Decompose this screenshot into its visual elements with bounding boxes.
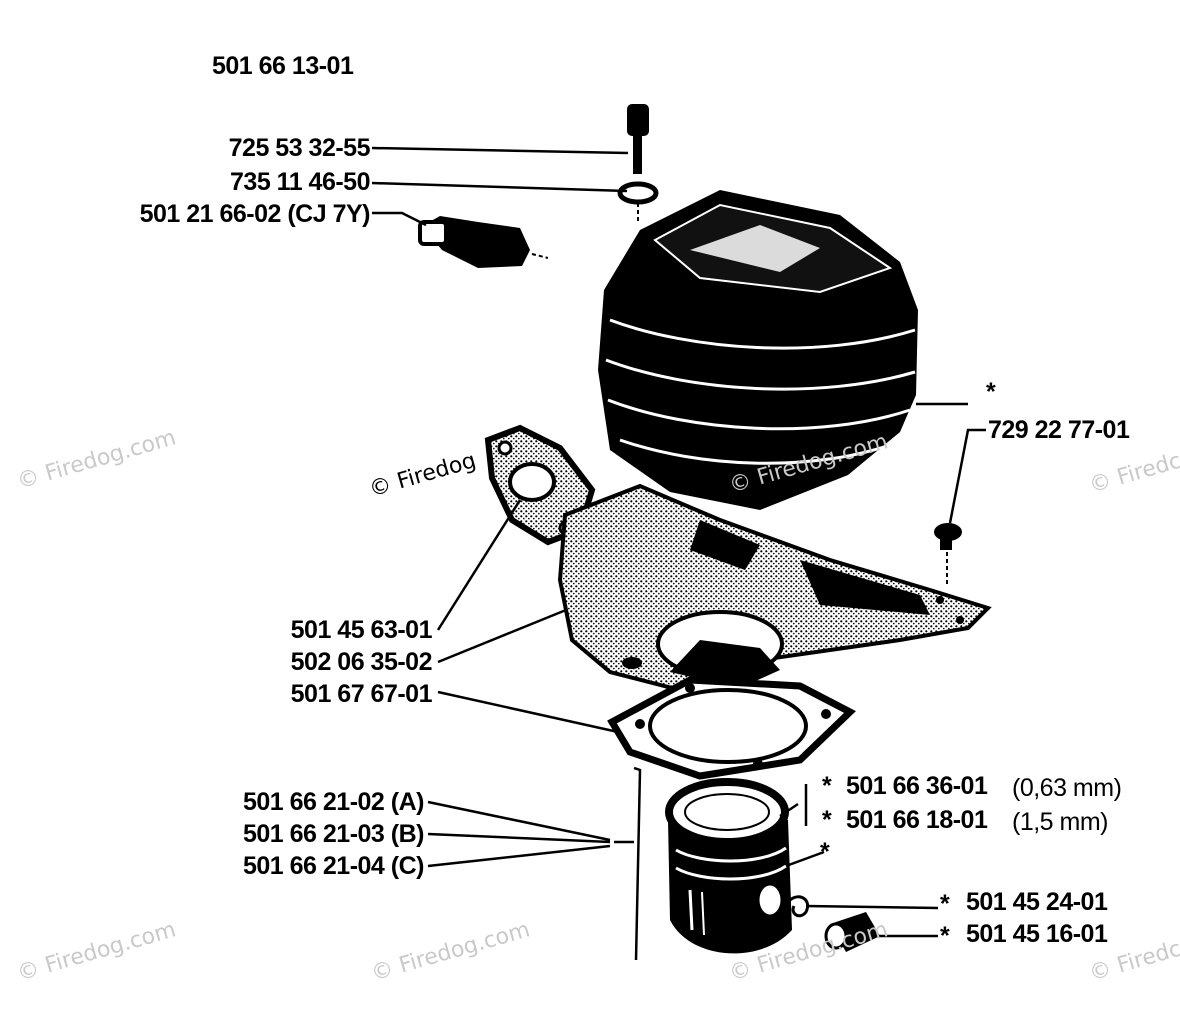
cylinder-part (598, 190, 918, 510)
part-number-spark-plug: 501 21 66-02 (CJ 7Y) (139, 200, 371, 228)
ring-2-thickness: (1,5 mm) (1012, 808, 1109, 836)
part-marker-star: * (822, 772, 832, 800)
piston-part (665, 778, 792, 954)
ring-1-thickness: (0,63 mm) (1012, 774, 1122, 802)
assembly-number: 501 66 13-01 (212, 52, 354, 80)
part-number-piston-b: 501 66 21-03 (B) (242, 820, 425, 848)
heat-shield-part (557, 483, 992, 693)
bolt-part (627, 104, 649, 174)
part-number-piston-c: 501 66 21-04 (C) (242, 852, 425, 880)
part-number-cylinder-screw: 729 22 77-01 (988, 416, 1130, 444)
part-number-ring-1: 501 66 36-01 (846, 772, 988, 800)
part-marker-star: * (986, 378, 996, 406)
part-number-piston-a: 501 66 21-02 (A) (242, 788, 425, 816)
part-number-wrist-pin-clip: 501 45 24-01 (966, 888, 1108, 916)
part-number-bolt: 725 53 32-55 (228, 134, 371, 162)
base-gasket-part (607, 676, 856, 780)
part-number-wrist-pin: 501 45 16-01 (966, 920, 1108, 948)
part-marker-star: * (940, 890, 950, 918)
part-number-small-gasket: 501 45 63-01 (290, 616, 433, 644)
part-number-ring-2: 501 66 18-01 (846, 806, 988, 834)
part-marker-star: * (822, 806, 832, 834)
spark-plug-part (418, 216, 549, 268)
part-marker-star: * (940, 922, 950, 950)
part-number-base-gasket: 501 67 67-01 (290, 680, 433, 708)
part-number-heat-shield: 502 06 35-02 (290, 648, 433, 676)
washer-part (617, 181, 659, 222)
part-marker-star: * (820, 838, 830, 866)
wrist-pin-clip-part (789, 895, 809, 918)
wrist-pin-part (824, 912, 880, 952)
leader-lines (371, 146, 986, 961)
cylinder-screw-part (934, 523, 962, 586)
part-number-washer: 735 11 46-50 (230, 168, 370, 196)
